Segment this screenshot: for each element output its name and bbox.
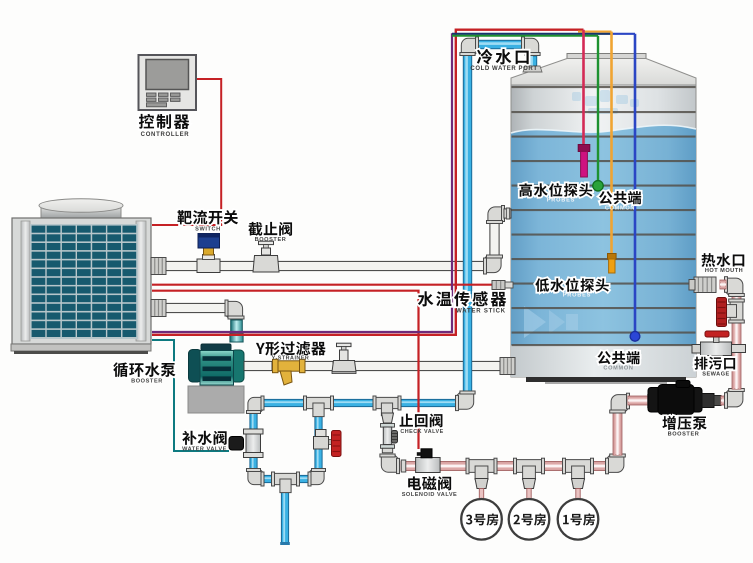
svg-text:WATER VALVE: WATER VALVE: [182, 447, 227, 453]
svg-text:COLD WATER PORT: COLD WATER PORT: [470, 66, 537, 72]
svg-text:PROBES: PROBES: [563, 293, 591, 299]
svg-text:HOT MOUTH: HOT MOUTH: [705, 268, 743, 274]
svg-text:CONTROLLER: CONTROLLER: [141, 132, 190, 138]
svg-text:COMMON: COMMON: [605, 206, 635, 212]
svg-text:CHECK VALVE: CHECK VALVE: [400, 429, 443, 435]
svg-text:SEWAGE: SEWAGE: [702, 372, 730, 378]
svg-text:SWITCH: SWITCH: [195, 227, 221, 233]
svg-text:Y-STRAINER: Y-STRAINER: [272, 356, 310, 362]
svg-text:BOOSTER: BOOSTER: [131, 379, 163, 385]
svg-text:BOOSTER: BOOSTER: [255, 237, 287, 243]
svg-text:BOOSTER: BOOSTER: [668, 432, 700, 438]
svg-text:SOLENOID VALVE: SOLENOID VALVE: [402, 492, 458, 498]
svg-text:PROBES: PROBES: [547, 198, 575, 204]
svg-text:COMMON: COMMON: [603, 366, 633, 372]
svg-text:WATER STICK: WATER STICK: [456, 309, 506, 315]
